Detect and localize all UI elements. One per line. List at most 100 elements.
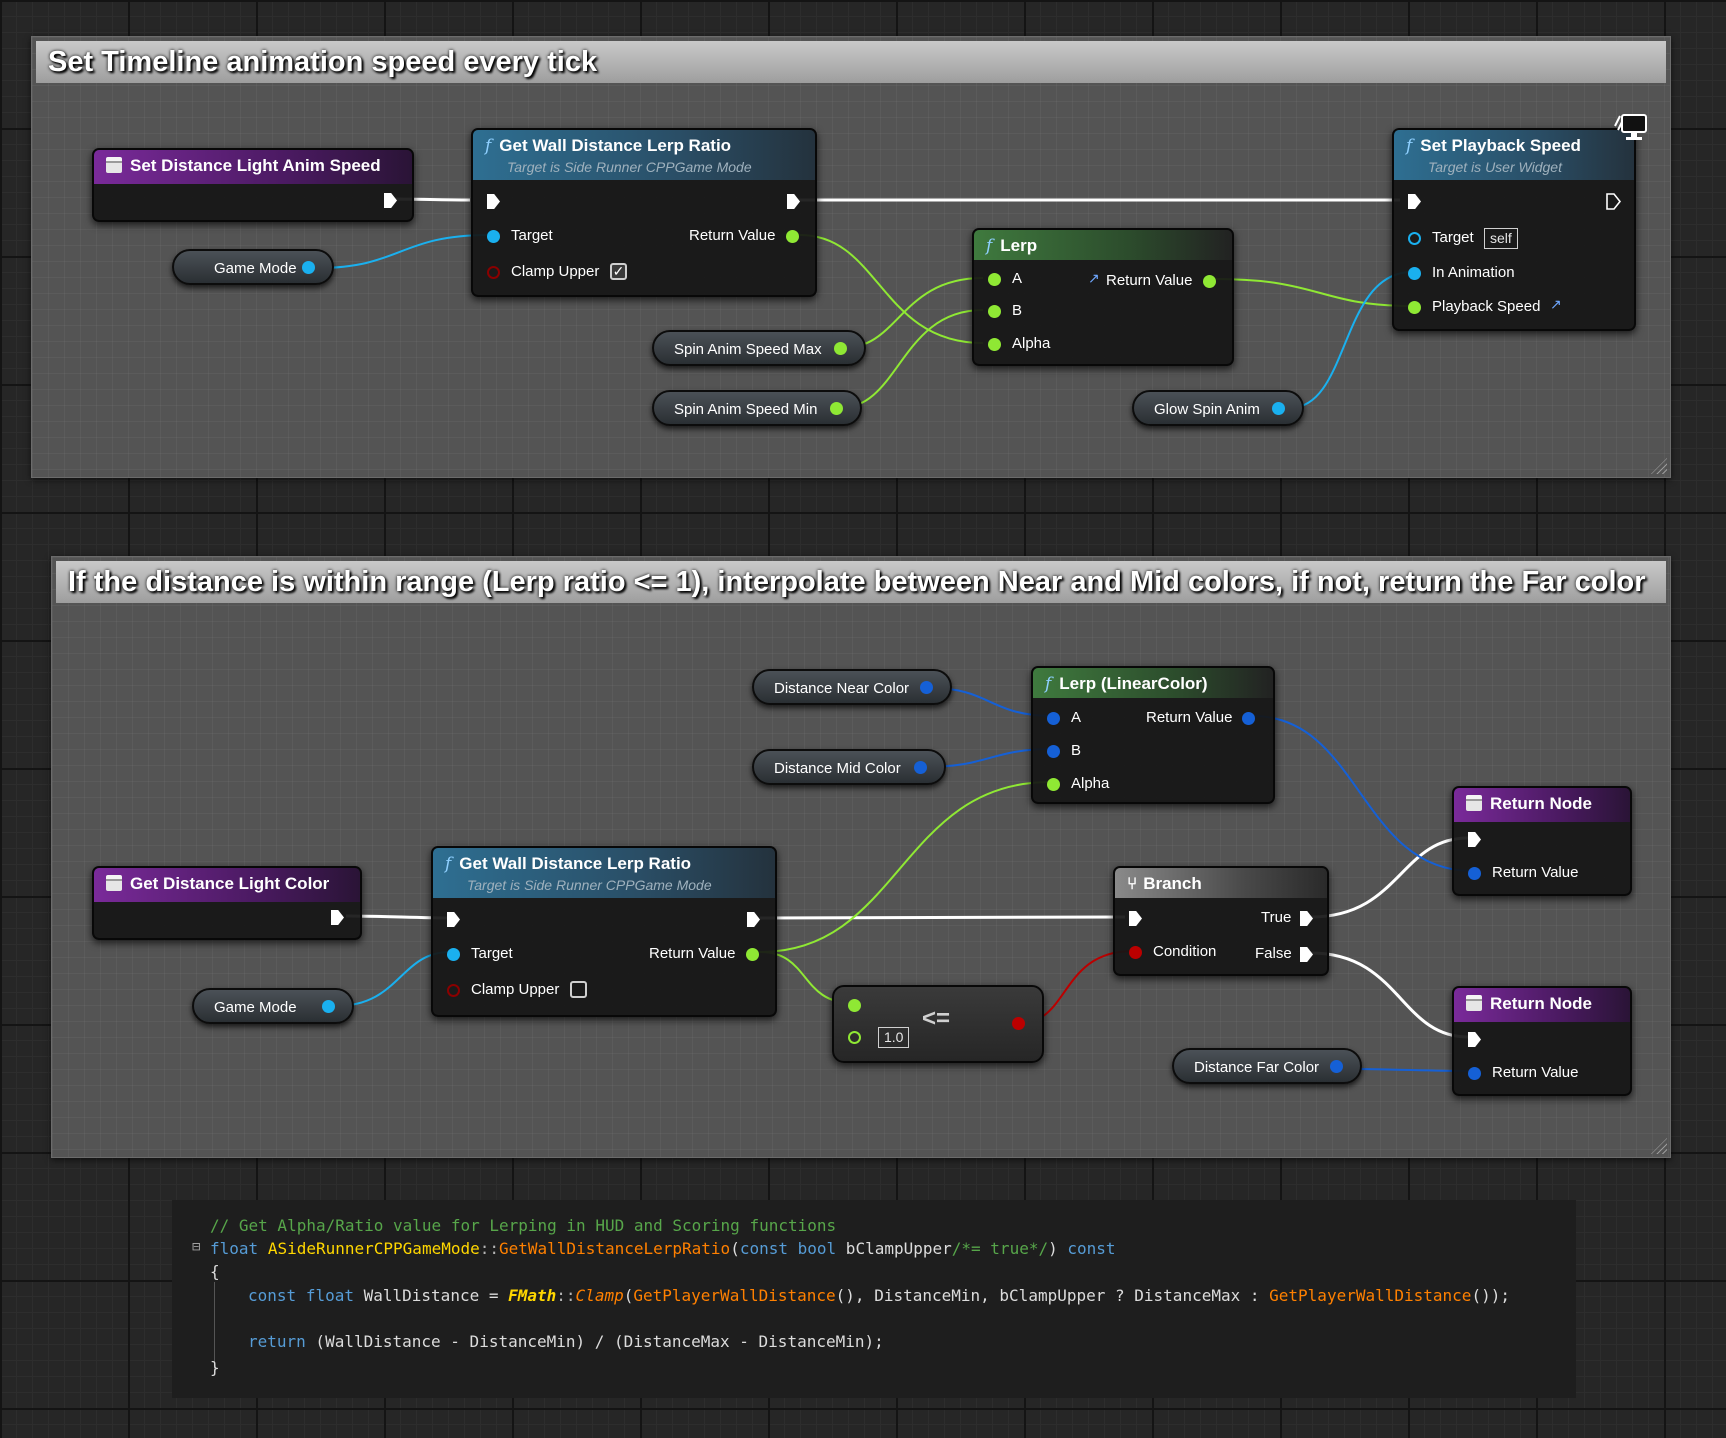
code-token: const [739, 1239, 788, 1258]
comment-title[interactable]: If the distance is within range (Lerp ra… [56, 561, 1666, 603]
return-node-1[interactable]: Return Node Return Value [1452, 786, 1632, 896]
exec-in-pin[interactable] [1408, 194, 1421, 209]
variable-label: Game Mode [214, 999, 297, 1016]
variable-game-mode[interactable]: Game Mode [172, 249, 334, 285]
variable-distance-near-color[interactable]: Distance Near Color [752, 669, 952, 705]
code-comment-line: // Get Alpha/Ratio value for Lerping in … [210, 1216, 836, 1236]
event-node-set-anim-speed[interactable]: Set Distance Light Anim Speed [92, 148, 414, 222]
node-title-row: Return Node [1466, 992, 1620, 1016]
variable-game-mode[interactable]: Game Mode [192, 988, 354, 1024]
clamp-upper-pin[interactable] [447, 984, 460, 997]
node-title-row: Get Distance Light Color [106, 872, 350, 896]
float-out-pin[interactable] [830, 402, 843, 415]
struct-out-pin[interactable] [1330, 1060, 1343, 1073]
object-out-pin[interactable] [302, 261, 315, 274]
clamp-upper-checkbox[interactable] [570, 981, 587, 998]
b-pin[interactable] [1047, 745, 1060, 758]
exec-in-pin[interactable] [447, 912, 460, 927]
code-panel[interactable]: // Get Alpha/Ratio value for Lerping in … [172, 1200, 1576, 1398]
return-value-pin[interactable] [1468, 867, 1481, 880]
exec-in-pin[interactable] [487, 194, 500, 209]
bool-out-pin[interactable] [1012, 1017, 1025, 1030]
variable-glow-spin-anim[interactable]: Glow Spin Anim [1132, 390, 1304, 426]
code-token: bClampUpper [836, 1239, 952, 1258]
exec-out-pin[interactable] [787, 194, 800, 209]
target-pin[interactable] [487, 230, 500, 243]
node-title-row: Set Distance Light Anim Speed [106, 154, 402, 178]
a-pin[interactable] [1047, 712, 1060, 725]
code-token: ASideRunnerCPPGameMode [267, 1239, 480, 1258]
object-out-pin[interactable] [322, 1000, 335, 1013]
resize-grip-icon[interactable] [1651, 458, 1667, 474]
compare-node-less-equal[interactable]: 1.0 <= [832, 985, 1044, 1063]
code-open-brace: { [210, 1262, 220, 1281]
code-token: (), DistanceMin, bClampUpper ? DistanceM… [835, 1286, 1270, 1305]
condition-pin[interactable] [1129, 946, 1142, 959]
target-pin[interactable] [447, 948, 460, 961]
alpha-pin[interactable] [988, 338, 1001, 351]
function-icon: f [485, 136, 492, 156]
in-animation-pin[interactable] [1408, 267, 1421, 280]
return-value-pin[interactable] [786, 230, 799, 243]
target-default-value[interactable]: self [1484, 228, 1518, 249]
variable-spin-anim-speed-min[interactable]: Spin Anim Speed Min [652, 390, 862, 426]
playback-speed-pin[interactable] [1408, 301, 1421, 314]
return-icon [1466, 995, 1482, 1011]
branch-node[interactable]: ⑂Branch True Condition False [1113, 866, 1329, 976]
target-pin-label: Target [471, 945, 513, 962]
node-title: Get Distance Light Color [130, 874, 330, 893]
b-pin[interactable] [848, 1031, 861, 1044]
return-node-2[interactable]: Return Node Return Value [1452, 986, 1632, 1096]
resize-grip-icon[interactable] [1651, 1138, 1667, 1154]
operator-label: <= [922, 1005, 951, 1032]
b-pin-label: B [1012, 302, 1023, 319]
float-out-pin[interactable] [834, 342, 847, 355]
code-token: ()); [1471, 1286, 1510, 1305]
exec-in-pin[interactable] [1468, 1032, 1481, 1047]
a-pin[interactable] [988, 273, 1001, 286]
code-token: ) [1048, 1239, 1068, 1258]
exec-out-pin[interactable] [1606, 193, 1621, 210]
node-subtitle: Target is Side Runner CPPGame Mode [467, 877, 712, 893]
collapse-icon[interactable]: ⊟ [192, 1239, 201, 1255]
b-pin[interactable] [988, 305, 1001, 318]
literal-value[interactable]: 1.0 [878, 1027, 910, 1048]
b-pin-label: B [1071, 742, 1082, 759]
object-out-pin[interactable] [1272, 402, 1285, 415]
branch-icon: ⑂ [1127, 874, 1138, 893]
true-exec-pin[interactable] [1300, 911, 1313, 926]
clamp-upper-pin[interactable] [487, 266, 500, 279]
comment-box-color[interactable]: If the distance is within range (Lerp ra… [51, 556, 1671, 1158]
return-value-pin[interactable] [1468, 1067, 1481, 1080]
return-pin-label: Return Value [1492, 864, 1579, 881]
false-exec-pin[interactable] [1300, 947, 1313, 962]
a-pin[interactable] [848, 999, 861, 1012]
alpha-pin[interactable] [1047, 778, 1060, 791]
struct-out-pin[interactable] [914, 761, 927, 774]
exec-out-pin[interactable] [747, 912, 760, 927]
variable-distance-far-color[interactable]: Distance Far Color [1172, 1048, 1362, 1084]
return-value-pin[interactable] [746, 948, 759, 961]
exec-in-pin[interactable] [1129, 911, 1142, 926]
node-header: Return Node [1454, 988, 1630, 1022]
comment-title[interactable]: Set Timeline animation speed every tick [36, 41, 1666, 83]
return-value-pin[interactable] [1203, 275, 1216, 288]
event-node-get-light-color[interactable]: Get Distance Light Color [92, 866, 362, 940]
exec-out-pin[interactable] [384, 193, 397, 208]
exec-in-pin[interactable] [1468, 832, 1481, 847]
variable-spin-anim-speed-max[interactable]: Spin Anim Speed Max [652, 330, 866, 366]
struct-out-pin[interactable] [920, 681, 933, 694]
clamp-upper-checkbox[interactable]: ✓ [610, 263, 627, 280]
node-title: Set Distance Light Anim Speed [130, 156, 381, 175]
variable-distance-mid-color[interactable]: Distance Mid Color [752, 749, 946, 785]
exec-out-pin[interactable] [331, 910, 344, 925]
target-pin[interactable] [1408, 232, 1421, 245]
return-value-pin[interactable] [1242, 712, 1255, 725]
